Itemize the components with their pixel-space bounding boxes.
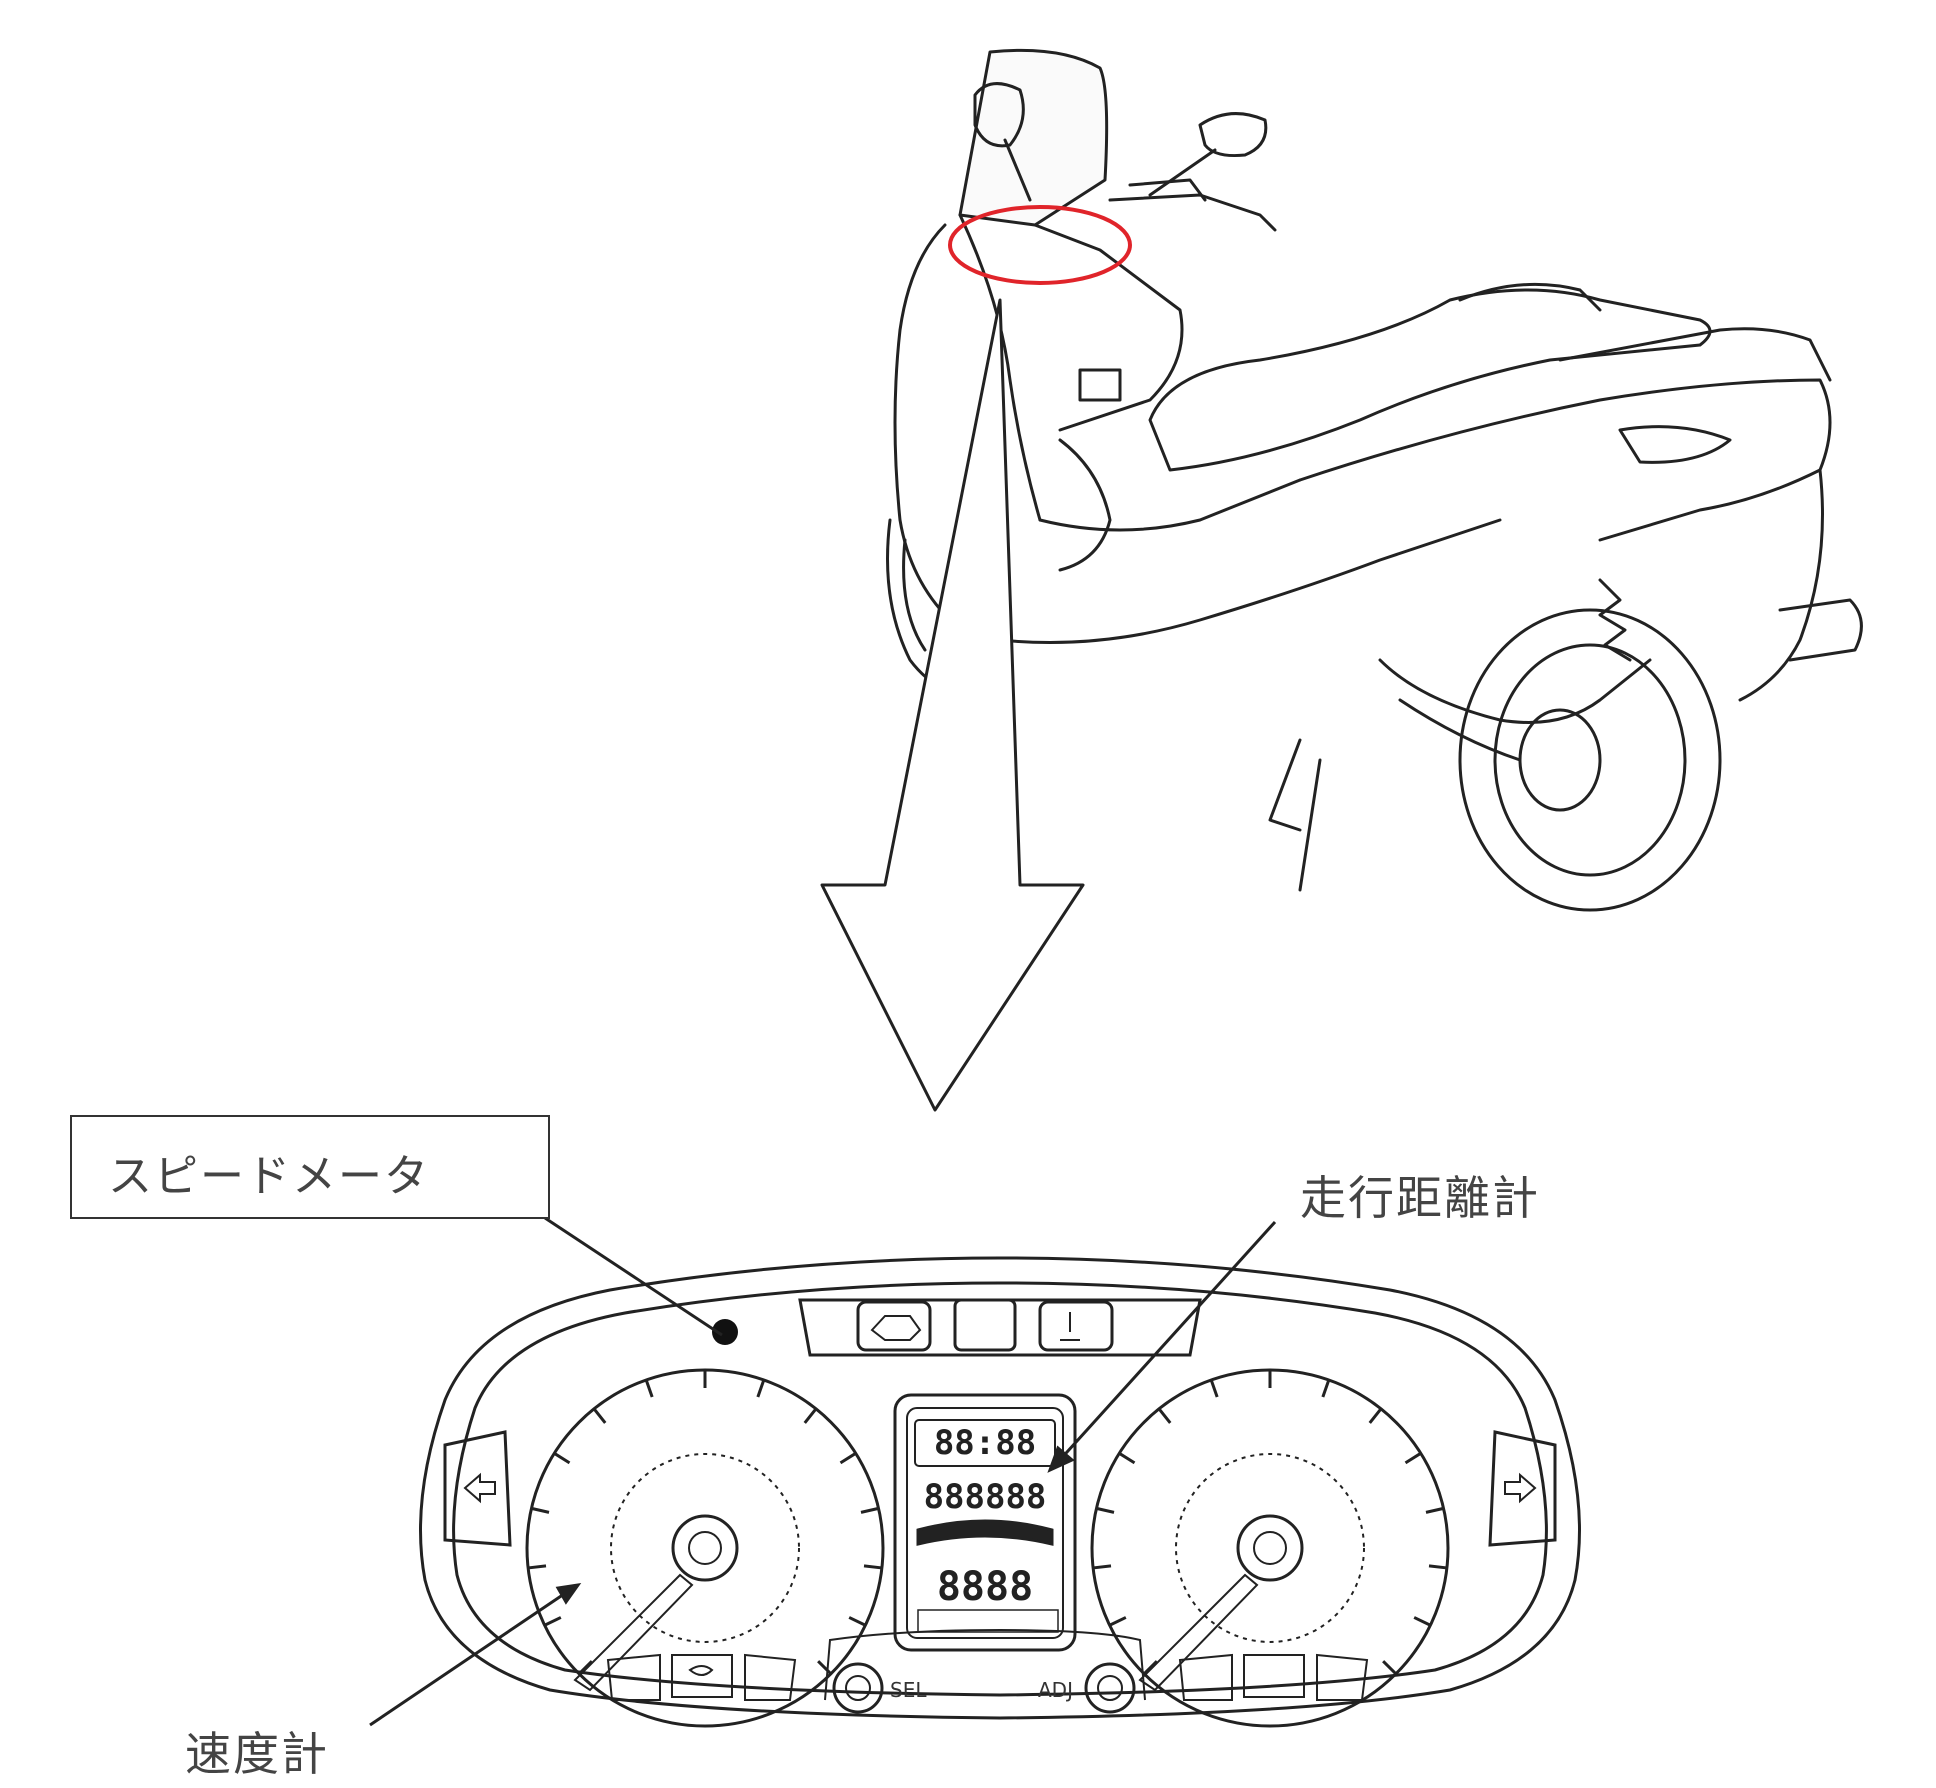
sel-label: SEL bbox=[890, 1678, 927, 1702]
gauge-tick bbox=[1096, 1506, 1115, 1514]
lcd-clock: 88:88 bbox=[934, 1423, 1036, 1463]
speedometer-label: スピードメータ bbox=[108, 1151, 430, 1202]
speed-gauge-arrowhead bbox=[555, 1582, 582, 1605]
gauge-tick bbox=[1428, 1564, 1448, 1570]
odometer-arrowhead bbox=[1047, 1445, 1075, 1473]
gauge-tick bbox=[592, 1407, 607, 1424]
gauge-ticks bbox=[527, 1370, 1448, 1675]
gauge-tick bbox=[527, 1564, 547, 1570]
gauge-tick bbox=[1209, 1379, 1219, 1398]
gauge-tick bbox=[1118, 1452, 1136, 1465]
gauge-tick bbox=[1143, 1660, 1158, 1675]
gauge-tick bbox=[644, 1379, 654, 1398]
adj-label: ADJ bbox=[1038, 1678, 1073, 1702]
gauge-tick bbox=[860, 1506, 879, 1514]
gauge-tick bbox=[1092, 1564, 1112, 1570]
gauge-tick bbox=[863, 1564, 883, 1570]
gauge-tick bbox=[543, 1616, 562, 1627]
odometer-label: 走行距離計 bbox=[1300, 1171, 1540, 1225]
odometer-leader bbox=[1056, 1220, 1277, 1464]
gauge-tick bbox=[1425, 1506, 1444, 1514]
gauge-tick bbox=[1404, 1452, 1422, 1465]
callout-lines bbox=[369, 1216, 1277, 1727]
gauge-tick bbox=[1157, 1407, 1172, 1424]
gauge-tick bbox=[817, 1660, 832, 1675]
instrument-cluster bbox=[419, 1256, 1581, 1728]
gauge-tick bbox=[1368, 1407, 1383, 1424]
speed-gauge-leader bbox=[369, 1588, 571, 1727]
indicator-dot bbox=[712, 1319, 738, 1345]
gauge-tick bbox=[578, 1660, 593, 1675]
gauge-tick bbox=[848, 1616, 867, 1627]
lcd-bottom: 8888 bbox=[937, 1564, 1033, 1610]
speed-gauge-label: 速度計 bbox=[185, 1727, 329, 1781]
lcd-trip: 888888 bbox=[924, 1477, 1047, 1517]
speedometer-leader bbox=[544, 1216, 723, 1337]
pointer-arrow bbox=[820, 298, 1085, 1112]
gauge-tick bbox=[553, 1452, 571, 1465]
gauge-tick bbox=[839, 1452, 857, 1465]
gauge-tick bbox=[1413, 1616, 1432, 1627]
speedometer-label-box bbox=[70, 1115, 550, 1219]
gauge-tick bbox=[531, 1506, 550, 1514]
gauge-tick bbox=[756, 1379, 766, 1398]
gauge-tick bbox=[803, 1407, 818, 1424]
gauge-tick bbox=[1382, 1660, 1397, 1675]
scooter-illustration bbox=[886, 48, 1863, 912]
highlight-ellipse bbox=[948, 205, 1132, 285]
gauge-tick bbox=[1321, 1379, 1331, 1398]
gauge-tick bbox=[1108, 1616, 1127, 1627]
